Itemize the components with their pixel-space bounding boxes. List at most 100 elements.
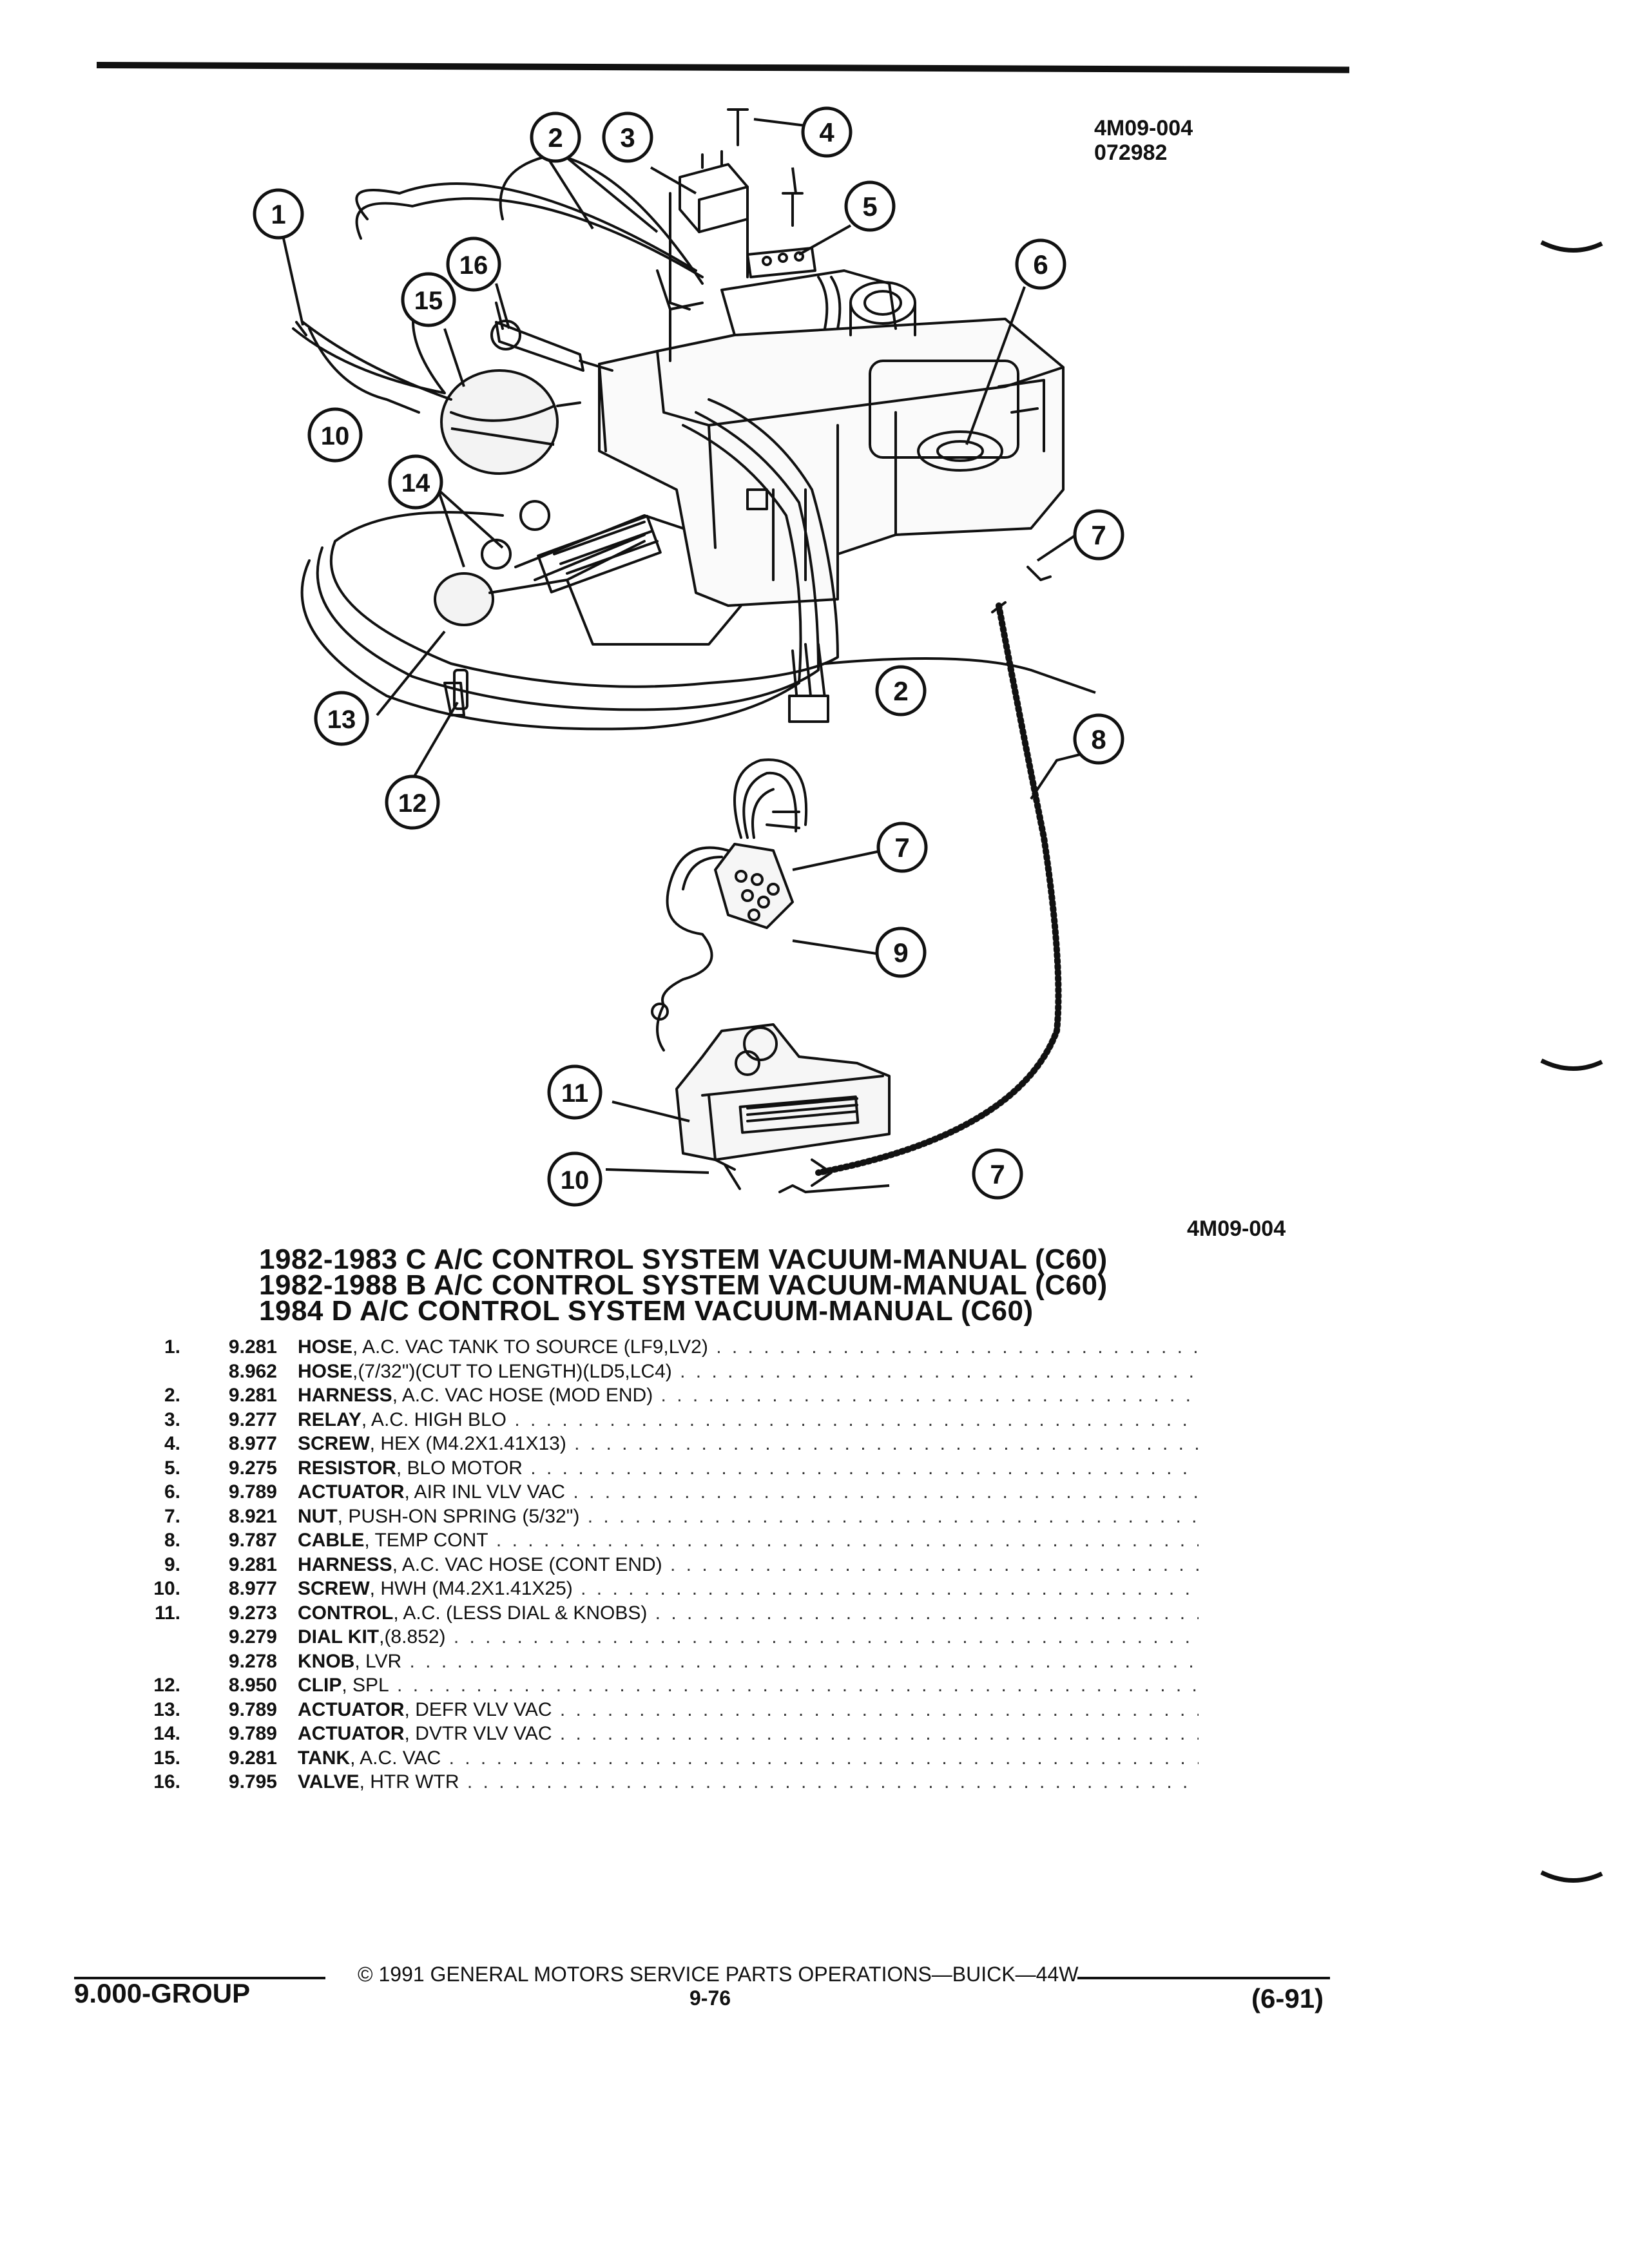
part-description: CABLE, TEMP CONT . . . . . . . . . . . .… — [298, 1528, 1199, 1553]
part-name: NUT — [298, 1505, 338, 1527]
part-number: 3. — [164, 1408, 180, 1430]
part-name: VALVE — [298, 1771, 360, 1792]
heater-valve-part — [490, 302, 613, 372]
part-number: 13. — [153, 1698, 180, 1720]
part-number: 10. — [153, 1578, 180, 1599]
figure-id-bottom: 4M09-004 — [1187, 1216, 1286, 1241]
leader-dots: . . . . . . . . . . . . . . . . . . . . … — [397, 1675, 1199, 1696]
group-number: 9.279 — [228, 1626, 277, 1648]
part-number: 2. — [164, 1385, 180, 1406]
leader-dots: . . . . . . . . . . . . . . . . . . . . … — [514, 1408, 1199, 1430]
part-spec: , A.C. VAC TANK TO SOURCE (LF9,LV2) — [352, 1336, 708, 1358]
part-description: HOSE,(7/32")(CUT TO LENGTH)(LD5,LC4) . .… — [298, 1360, 1199, 1384]
parts-row: 13. 9.789 ACTUATOR, DEFR VLV VAC . . . . .… — [129, 1698, 1199, 1722]
group-number: 8.962 — [228, 1360, 277, 1382]
group-number: 9.789 — [228, 1481, 277, 1503]
part-spec: , HEX (M4.2X1.41X13) — [369, 1433, 566, 1454]
group-number: 9.278 — [228, 1650, 277, 1672]
actuator-parts — [434, 500, 742, 646]
part-name: HARNESS — [298, 1385, 392, 1406]
part-name: SCREW — [298, 1433, 370, 1454]
part-spec: ,(8.852) — [379, 1626, 446, 1648]
part-spec: , DVTR VLV VAC — [404, 1723, 552, 1744]
part-spec: , A.C. VAC — [350, 1747, 441, 1769]
leader-dots: . . . . . . . . . . . . . . . . . . . . … — [530, 1457, 1199, 1479]
callout-10: 10 — [307, 407, 363, 463]
svg-text:7: 7 — [894, 832, 909, 863]
leader-dots: . . . . . . . . . . . . . . . . . . . . … — [467, 1771, 1199, 1792]
leader-dots: . . . . . . . . . . . . . . . . . . . . … — [660, 1385, 1199, 1406]
part-number: 16. — [153, 1771, 180, 1792]
leader-dots: . . . . . . . . . . . . . . . . . . . . … — [680, 1360, 1199, 1382]
clip-part — [453, 669, 468, 710]
callout-12: 12 — [385, 774, 440, 830]
leader-dots: . . . . . . . . . . . . . . . . . . . . … — [448, 1747, 1199, 1769]
svg-text:3: 3 — [620, 122, 635, 153]
svg-text:12: 12 — [398, 789, 427, 818]
svg-text:14: 14 — [401, 469, 430, 497]
part-name: ACTUATOR — [298, 1698, 405, 1720]
part-spec: , A.C. HIGH BLO — [361, 1408, 506, 1430]
part-spec: , DEFR VLV VAC — [404, 1698, 552, 1720]
section-title: 1984 D A/C CONTROL SYSTEM VACUUM-MANUAL … — [259, 1295, 1034, 1327]
leader-dots: . . . . . . . . . . . . . . . . . . . . … — [581, 1578, 1199, 1599]
part-number: 5. — [164, 1457, 180, 1479]
part-name: CABLE — [298, 1530, 365, 1551]
part-description: ACTUATOR, DVTR VLV VAC . . . . . . . . .… — [298, 1722, 1199, 1746]
part-name: CONTROL — [298, 1602, 394, 1624]
group-number: 9.275 — [228, 1457, 277, 1479]
svg-text:15: 15 — [414, 287, 443, 315]
group-number: 9.789 — [228, 1698, 277, 1720]
svg-text:10: 10 — [561, 1166, 590, 1195]
callout-1: 1 — [253, 188, 304, 240]
resistor-part — [746, 247, 816, 278]
footer-copyright: © 1991 GENERAL MOTORS SERVICE PARTS OPER… — [358, 1963, 1079, 1986]
callout-3: 3 — [602, 111, 653, 163]
section-title: 1982-1988 B A/C CONTROL SYSTEM VACUUM-MA… — [259, 1269, 1108, 1301]
callout-6: 6 — [1015, 238, 1066, 290]
part-name: CLIP — [298, 1675, 342, 1696]
part-description: TANK, A.C. VAC . . . . . . . . . . . . .… — [298, 1746, 1199, 1771]
svg-text:4: 4 — [819, 117, 834, 148]
part-spec: ,(7/32")(CUT TO LENGTH)(LD5,LC4) — [352, 1360, 672, 1382]
group-number: 9.281 — [228, 1336, 277, 1358]
part-description: SCREW, HWH (M4.2X1.41X25) . . . . . . . … — [298, 1577, 1199, 1601]
callout-2: 2 — [530, 111, 581, 163]
part-number: 6. — [164, 1481, 180, 1503]
part-name: HOSE — [298, 1336, 353, 1358]
part-number: 7. — [164, 1505, 180, 1527]
figure-id: 4M09-004 — [1094, 116, 1193, 140]
part-name: HARNESS — [298, 1553, 392, 1575]
relay-part — [669, 150, 749, 311]
footer-rule-left — [74, 1977, 325, 1979]
part-description: HOSE, A.C. VAC TANK TO SOURCE (LF9,LV2) … — [298, 1335, 1199, 1360]
svg-text:7: 7 — [1091, 520, 1106, 550]
callout-7b: 7 — [876, 822, 928, 873]
part-spec: , TEMP CONT — [364, 1530, 488, 1551]
footer-revision: (6-91) — [1251, 1983, 1324, 2013]
leader-dots: . . . . . . . . . . . . . . . . . . . . … — [716, 1336, 1199, 1358]
part-name: KNOB — [298, 1650, 355, 1672]
part-spec: , A.C. (LESS DIAL & KNOBS) — [393, 1602, 648, 1624]
group-number: 9.787 — [228, 1530, 277, 1551]
leader-dots: . . . . . . . . . . . . . . . . . . . . … — [559, 1698, 1199, 1720]
group-number: 8.950 — [228, 1675, 277, 1696]
callout-14: 14 — [388, 454, 443, 510]
callout-10b: 10 — [547, 1151, 602, 1207]
group-number: 9.277 — [228, 1408, 277, 1430]
exploded-parts-diagram: 1 2 3 4 5 6 7 2 8 7 9 7 11 10 12 13 14 1… — [253, 106, 1124, 1207]
group-number: 9.273 — [228, 1602, 277, 1624]
